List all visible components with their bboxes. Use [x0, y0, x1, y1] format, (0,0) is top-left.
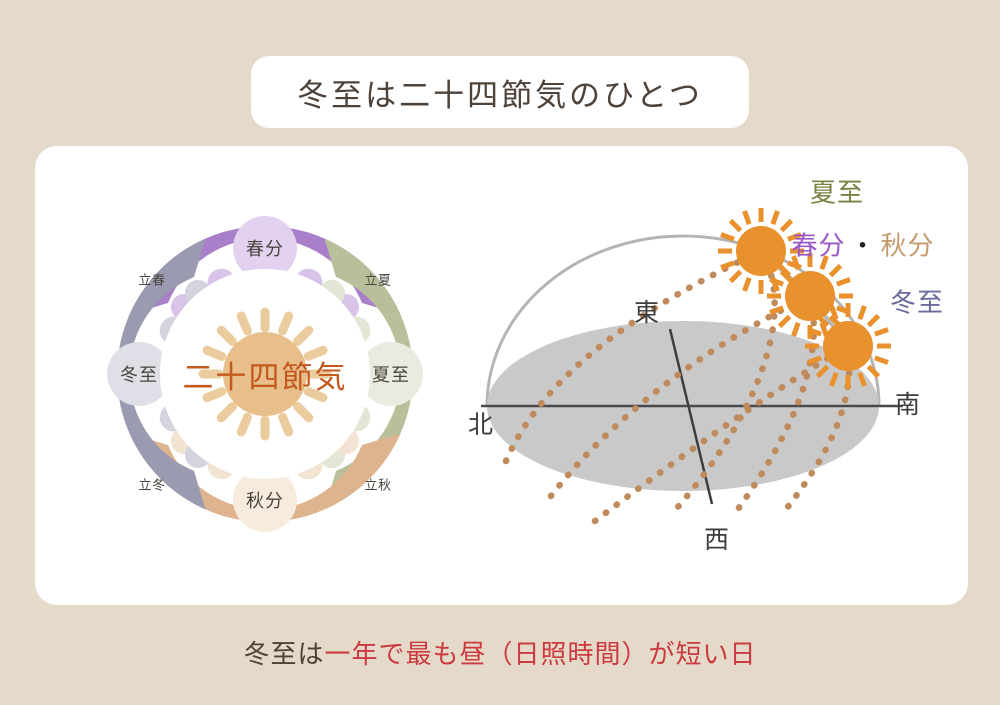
sun-icon-summer-solstice [718, 208, 804, 294]
sun-path-winter-set [783, 342, 853, 512]
caption-lead: 冬至は [243, 640, 325, 670]
caption-highlight: 一年で最も昼（日照時間）が短い日 [324, 640, 757, 670]
page-title: 冬至は二十四節気のひとつ [297, 77, 703, 114]
sun-path-equinox-set [729, 292, 818, 520]
sun-path-summer-set [673, 247, 778, 512]
sekki-wheel-diagram: 二十四節気 春分 夏至 秋分 冬至 立春 立夏 立秋 立冬 [55, 164, 475, 584]
sekki-wheel-svg [107, 216, 423, 532]
sun-path-summer-rise [502, 247, 765, 465]
page-caption: 冬至は一年で最も昼（日照時間）が短い日 [0, 634, 1000, 671]
sun-path-svg [481, 208, 903, 525]
center-sun-icon [198, 307, 332, 441]
wheel-label-disc-winter [107, 342, 171, 406]
page-title-pill: 冬至は二十四節気のひとつ [251, 56, 749, 128]
sun-path-diagram: 夏至 春分・秋分 冬至 北 東 南 西 [465, 156, 965, 596]
sun-path-tracks [502, 247, 853, 525]
wheel-quadrant-winter [117, 238, 206, 510]
sun-icon-winter-solstice [805, 303, 891, 389]
main-content-card: 二十四節気 春分 夏至 秋分 冬至 立春 立夏 立秋 立冬 [35, 146, 968, 605]
sun-path-equinox-rise [547, 292, 814, 500]
wheel-label-disc-summer [359, 342, 423, 406]
wheel-label-disc-autumn [233, 468, 297, 532]
wheel-label-disc-spring [233, 216, 297, 280]
